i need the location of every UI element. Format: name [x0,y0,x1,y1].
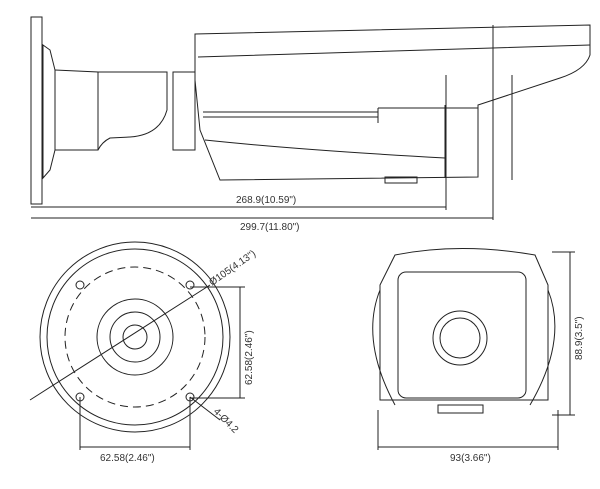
dimension-lines-side [31,25,494,220]
width-label: 93(3.66") [450,453,491,464]
mount-ring [46,248,224,426]
mount-flange [42,44,56,180]
vertical-spacing-label: 62.58(2.46") [244,330,255,385]
front-sides [372,289,556,406]
lens [439,317,481,359]
front-hood [379,248,549,401]
mount-plate [30,16,43,205]
mount-outer-circle [39,241,231,433]
height-label: 88.9(3.5") [574,316,585,360]
arm-base [54,69,99,151]
side-view: 268.9(10.59") 299.7(11.80") [30,16,591,233]
dimension-lines-front [377,251,575,450]
mount-hub [122,324,148,350]
diameter-label: Ø105(4.13") [207,248,258,288]
total-length-label: 299.7(11.80") [240,222,300,233]
arm-joint [172,71,196,151]
front-window [397,271,527,399]
mount-view: Ø105(4.13") 62.58(2.46") 62.58(2.46") 4-… [29,241,258,464]
front-connector [437,404,484,414]
front-view: 93(3.66") 88.9(3.5") [372,248,585,464]
dimension-lines-mount [29,284,245,450]
arm [97,71,168,151]
screw-hole [185,280,195,290]
mount-center-outer [96,298,174,376]
mount-center [109,311,161,363]
body-lines [197,44,591,159]
hole-size-label: 4-Ø4.2 [211,406,241,436]
horizontal-spacing-label: 62.58(2.46") [100,453,155,464]
lens-outer [432,310,488,366]
screw-hole [75,280,85,290]
body-length-label: 268.9(10.59") [236,195,296,206]
camera-body [194,24,591,181]
connector [384,176,418,184]
body-edges [444,75,513,180]
mount-dashed-circle [64,266,206,408]
